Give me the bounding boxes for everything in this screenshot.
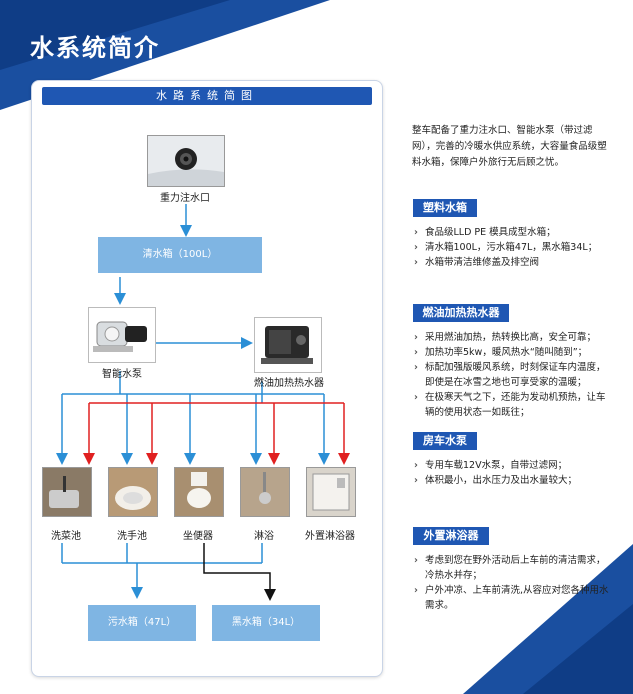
list-item: 水箱带清洁维修盖及排空阀 [413, 255, 613, 270]
list-item: 户外冲凉、上车前清洗,从容应对您各种用水需求。 [413, 583, 613, 613]
kitchen-sink-label: 洗菜池 [51, 531, 81, 542]
inlet-label: 重力注水口 [160, 193, 210, 204]
drain-toilet [203, 543, 276, 601]
diagram-header: 水路系统简图 [42, 87, 372, 105]
pump-icon [93, 321, 147, 352]
inlet-image [147, 135, 225, 187]
list-item: 加热功率5kw，暖风热水“随叫随到”； [413, 345, 613, 360]
hand-basin-icon [109, 468, 157, 516]
section-title-outdoor-shower: 外置淋浴器 [413, 527, 489, 545]
section-title-pump: 房车水泵 [413, 432, 477, 450]
list-item: 标配加强版暖风系统，时刻保证车内温度，即使是在冰雪之地也可享受家的温暖； [413, 360, 613, 390]
water-inlet-icon [148, 136, 224, 186]
section-list-pump: 专用车载12V水泵，自带过滤网； 体积最小，出水压力及出水量较大； [413, 458, 613, 488]
pump-image [88, 307, 156, 363]
toilet-icon [175, 468, 223, 516]
list-item: 食品级LLD PE 模具成型水箱； [413, 225, 613, 240]
hand-basin-image [108, 467, 158, 517]
outdoor-shower-label: 外置淋浴器 [305, 531, 355, 542]
section-list-heater: 采用燃油加热，热转换比高，安全可靠； 加热功率5kw，暖风热水“随叫随到”； 标… [413, 330, 613, 420]
list-item: 体积最小，出水压力及出水量较大； [413, 473, 613, 488]
list-item: 在极寒天气之下，还能为发动机预热，让车辆的使用状态一如既往； [413, 390, 613, 420]
toilet-label: 坐便器 [183, 531, 213, 542]
page-title: 水系统简介 [30, 34, 160, 62]
black-tank: 黑水箱（34L） [212, 605, 320, 641]
flow-lines [56, 204, 350, 601]
list-item: 考虑到您在野外活动后上车前的清洁需求，冷热水并存； [413, 553, 613, 583]
shower-label: 淋浴 [254, 531, 274, 542]
background-corner-bottom-right-dark [523, 604, 633, 694]
heater-image [254, 317, 322, 373]
section-title-heater: 燃油加热热水器 [413, 304, 509, 322]
toilet-image [174, 467, 224, 517]
shower-icon [241, 468, 289, 516]
heater-icon [261, 326, 313, 364]
background-corner-top-left-dark [0, 0, 230, 70]
kitchen-sink-image [42, 467, 92, 517]
pump-label: 智能水泵 [102, 369, 142, 380]
intro-text: 整车配备了重力注水口、智能水泵（带过滤网），完善的冷暖水供应系统，大容量食品级塑… [412, 125, 607, 168]
section-title-plastic-tank: 塑料水箱 [413, 199, 477, 217]
heater-label: 燃油加热热水器 [254, 378, 324, 389]
diagram-panel: 水路系统简图 [31, 80, 383, 677]
list-item: 清水箱100L，污水箱47L，黑水箱34L； [413, 240, 613, 255]
outdoor-shower-image [306, 467, 356, 517]
list-item: 专用车载12V水泵，自带过滤网； [413, 458, 613, 473]
grey-tank: 污水箱（47L） [88, 605, 196, 641]
outdoor-shower-icon [307, 468, 355, 516]
hand-basin-label: 洗手池 [117, 531, 147, 542]
clean-tank: 清水箱（100L） [98, 237, 262, 273]
list-item: 采用燃油加热，热转换比高，安全可靠； [413, 330, 613, 345]
kitchen-sink-icon [43, 468, 91, 516]
section-list-plastic-tank: 食品级LLD PE 模具成型水箱； 清水箱100L，污水箱47L，黑水箱34L；… [413, 225, 613, 270]
section-list-outdoor-shower: 考虑到您在野外活动后上车前的清洁需求，冷热水并存； 户外冲凉、上车前清洗,从容应… [413, 553, 613, 613]
shower-image [240, 467, 290, 517]
